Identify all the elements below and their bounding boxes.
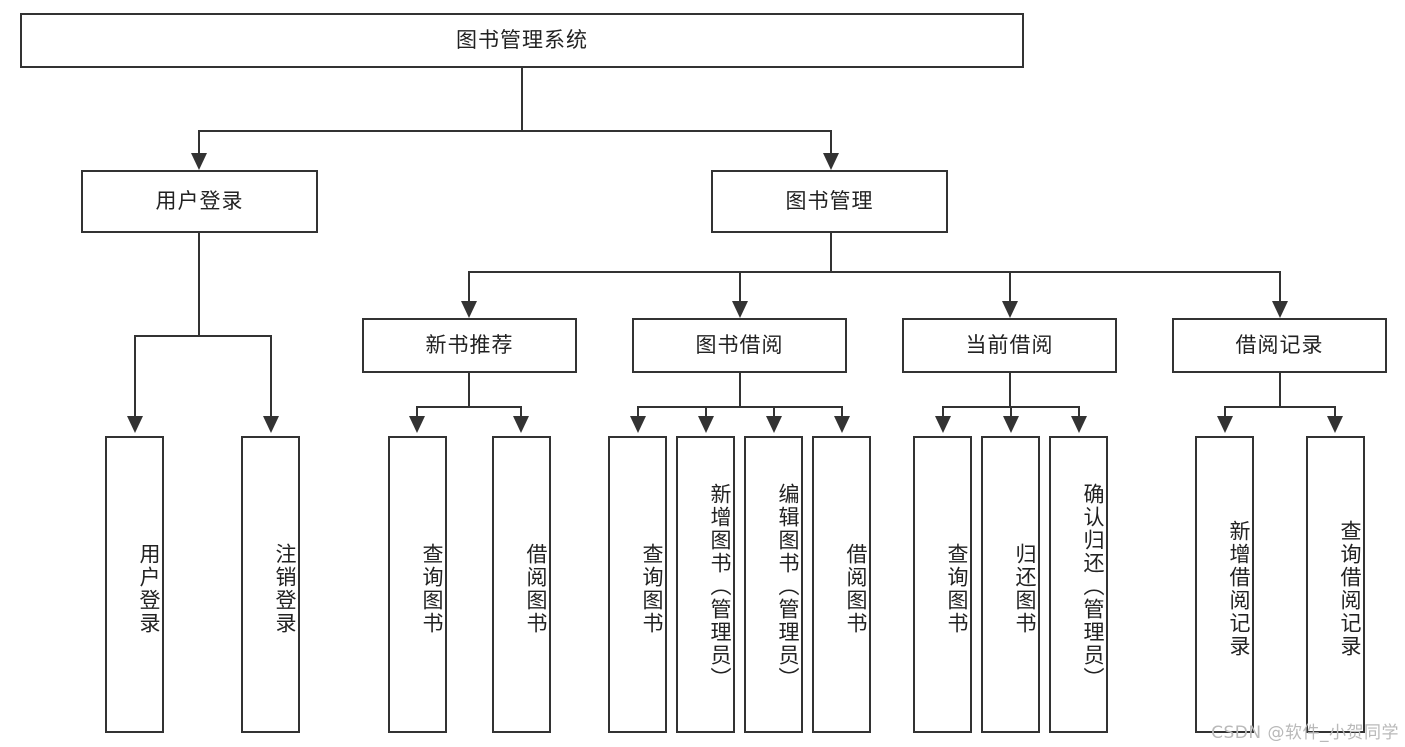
arrowhead-borrow-leaf-2 <box>698 416 714 433</box>
arrowhead-record-leaf-1 <box>1217 416 1233 433</box>
csdn-watermark: CSDN @软件_小贺同学 <box>1211 723 1399 743</box>
connector-current-drop-1 <box>942 406 944 418</box>
connector-record-drop-1 <box>1224 406 1226 418</box>
connector-level2-bus <box>468 271 1280 273</box>
node-book-management[interactable]: 图书管理 <box>711 170 948 233</box>
connector-level2-drop-3 <box>1009 271 1011 303</box>
leaf-current-confirm-return-admin[interactable]: 确认归还（管理员） <box>1049 436 1108 733</box>
connector-borrow-drop-4 <box>841 406 843 418</box>
connector-recommend-drop-2 <box>520 406 522 418</box>
connector-record-bus <box>1224 406 1336 408</box>
leaf-recommend-query-book[interactable]: 查询图书 <box>388 436 447 733</box>
connector-borrow-bus <box>637 406 842 408</box>
connector-borrow-stem <box>739 373 741 406</box>
arrowhead-current-leaf-2 <box>1003 416 1019 433</box>
leaf-borrow-borrow-book[interactable]: 借阅图书 <box>812 436 871 733</box>
connector-user-login-drop-2 <box>270 335 272 418</box>
arrowhead-recommend-leaf-1 <box>409 416 425 433</box>
leaf-user-login-login[interactable]: 用户登录 <box>105 436 164 733</box>
connector-current-drop-3 <box>1078 406 1080 418</box>
connector-current-stem <box>1009 373 1011 406</box>
connector-level2-drop-2 <box>739 271 741 303</box>
leaf-borrow-edit-book-admin[interactable]: 编辑图书（管理员） <box>744 436 803 733</box>
node-new-book-recommend[interactable]: 新书推荐 <box>362 318 577 373</box>
node-user-login[interactable]: 用户登录 <box>81 170 318 233</box>
connector-borrow-drop-3 <box>773 406 775 418</box>
connector-record-stem <box>1279 373 1281 406</box>
connector-level1-bus <box>198 130 832 132</box>
arrowhead-level2-4 <box>1272 301 1288 318</box>
connector-recommend-bus <box>416 406 522 408</box>
connector-book-mgmt-stem <box>830 233 832 271</box>
arrowhead-level2-1 <box>461 301 477 318</box>
connector-level1-drop-1 <box>198 130 200 155</box>
arrowhead-borrow-leaf-4 <box>834 416 850 433</box>
arrowhead-level1-2 <box>823 153 839 170</box>
arrowhead-level2-2 <box>732 301 748 318</box>
connector-record-drop-2 <box>1334 406 1336 418</box>
node-current-borrow[interactable]: 当前借阅 <box>902 318 1117 373</box>
leaf-borrow-add-book-admin[interactable]: 新增图书（管理员） <box>676 436 735 733</box>
connector-borrow-drop-1 <box>637 406 639 418</box>
leaf-record-query-record[interactable]: 查询借阅记录 <box>1306 436 1365 733</box>
connector-level2-drop-1 <box>468 271 470 303</box>
leaf-current-return-book[interactable]: 归还图书 <box>981 436 1040 733</box>
node-root-system[interactable]: 图书管理系统 <box>20 13 1024 68</box>
leaf-user-login-logout[interactable]: 注销登录 <box>241 436 300 733</box>
arrowhead-level1-1 <box>191 153 207 170</box>
arrowhead-level2-3 <box>1002 301 1018 318</box>
connector-borrow-drop-2 <box>705 406 707 418</box>
arrowhead-record-leaf-2 <box>1327 416 1343 433</box>
arrowhead-borrow-leaf-1 <box>630 416 646 433</box>
arrowhead-user-login-leaf-2 <box>263 416 279 433</box>
connector-user-login-drop-1 <box>134 335 136 418</box>
connector-level1-drop-2 <box>830 130 832 155</box>
arrowhead-borrow-leaf-3 <box>766 416 782 433</box>
connector-current-drop-2 <box>1010 406 1012 418</box>
node-borrow-record[interactable]: 借阅记录 <box>1172 318 1387 373</box>
connector-root-stem <box>521 68 523 130</box>
leaf-recommend-borrow-book[interactable]: 借阅图书 <box>492 436 551 733</box>
connector-recommend-stem <box>468 373 470 406</box>
leaf-record-add-record[interactable]: 新增借阅记录 <box>1195 436 1254 733</box>
connector-user-login-stem <box>198 233 200 335</box>
arrowhead-recommend-leaf-2 <box>513 416 529 433</box>
leaf-borrow-query-book[interactable]: 查询图书 <box>608 436 667 733</box>
node-book-borrow[interactable]: 图书借阅 <box>632 318 847 373</box>
connector-user-login-bus <box>134 335 270 337</box>
connector-level2-drop-4 <box>1279 271 1281 303</box>
connector-recommend-drop-1 <box>416 406 418 418</box>
arrowhead-current-leaf-3 <box>1071 416 1087 433</box>
leaf-current-query-book[interactable]: 查询图书 <box>913 436 972 733</box>
arrowhead-user-login-leaf-1 <box>127 416 143 433</box>
arrowhead-current-leaf-1 <box>935 416 951 433</box>
